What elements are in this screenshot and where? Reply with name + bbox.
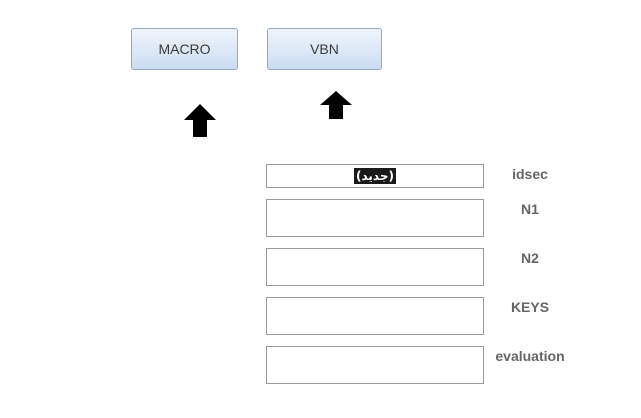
- idsec-label: idsec: [512, 166, 548, 182]
- arrow-up-icon: [320, 91, 352, 125]
- arrow-up-icon: [184, 104, 216, 143]
- evaluation-label: evaluation: [495, 348, 565, 364]
- n2-label: N2: [521, 250, 539, 266]
- keys-field[interactable]: [266, 297, 484, 335]
- keys-label: KEYS: [510, 299, 550, 315]
- idsec-value: (جديد): [354, 168, 396, 184]
- idsec-field[interactable]: (جديد): [266, 164, 484, 188]
- evaluation-field[interactable]: [266, 346, 484, 384]
- vbn-button[interactable]: VBN: [267, 28, 382, 70]
- macro-button[interactable]: MACRO: [131, 28, 238, 70]
- macro-button-label: MACRO: [158, 41, 211, 57]
- vbn-button-label: VBN: [310, 41, 339, 57]
- n1-label: N1: [521, 201, 539, 217]
- n2-field[interactable]: [266, 248, 484, 286]
- n1-field[interactable]: [266, 199, 484, 237]
